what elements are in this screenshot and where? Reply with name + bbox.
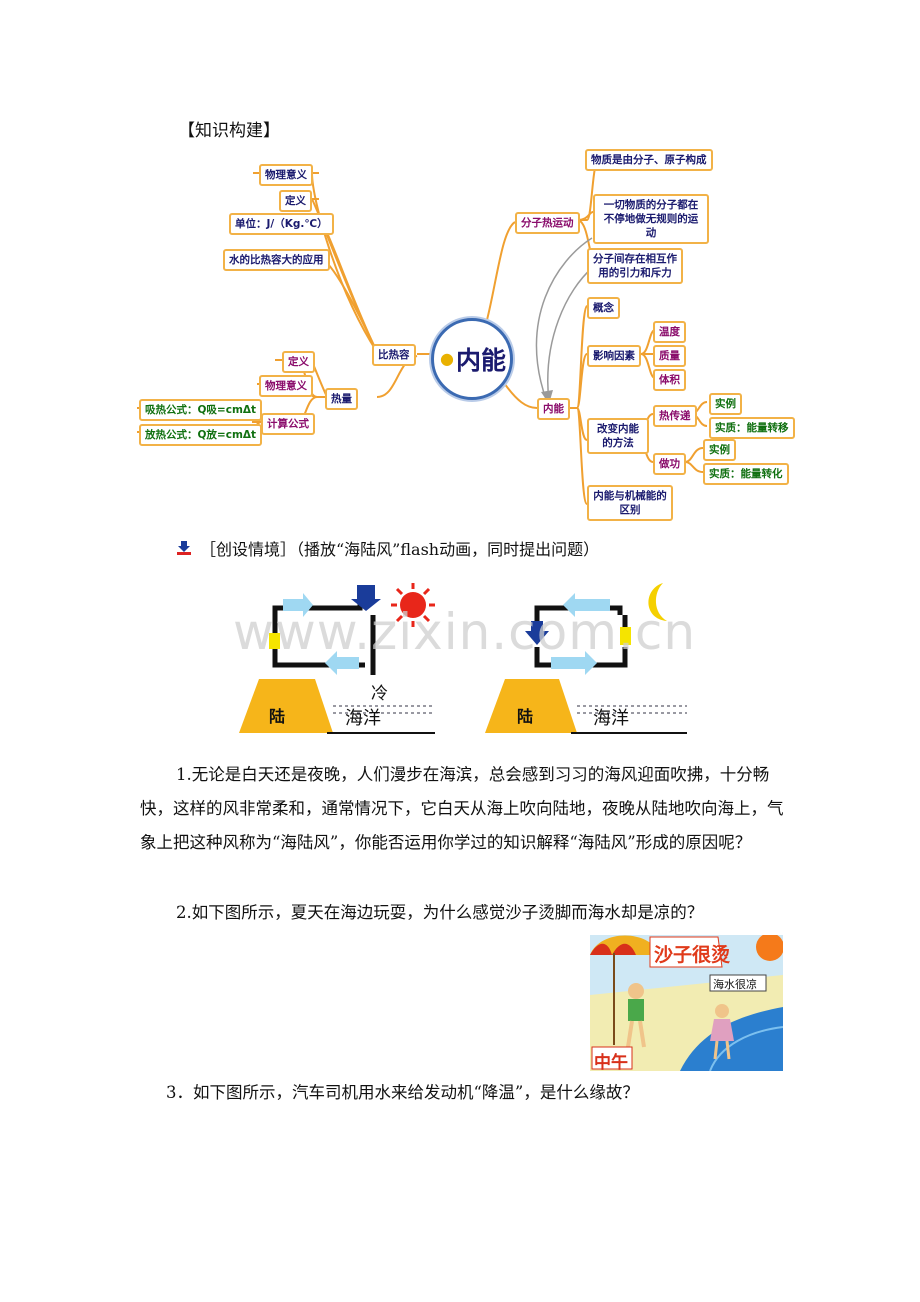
sea-label-day: 海洋 — [345, 708, 381, 729]
node-work-essence: 实质：能量转化 — [703, 463, 789, 485]
question-1: 1.无论是白天还是夜晚，人们漫步在海滨，总会感到习习的海风迎面吹拂，十分畅快，这… — [140, 765, 784, 852]
center-title: 内能 — [456, 346, 507, 375]
node-influence: 影响因素 — [587, 345, 641, 367]
node-random-motion: 一切物质的分子都在不停地做无规则的运动 — [593, 194, 709, 244]
water-cool-label: 海水很凉 — [713, 978, 757, 991]
download-arrow-icon — [177, 541, 191, 555]
land-label-night: 陆 — [517, 707, 534, 726]
node-water-application: 水的比热容大的应用 — [223, 249, 330, 271]
cold-label: 冷 — [371, 684, 388, 704]
node-heat: 热量 — [325, 388, 358, 410]
watermark: www.zixin.com.cn — [233, 603, 697, 661]
noon-label: 中午 — [594, 1053, 628, 1073]
node-concept: 概念 — [587, 297, 620, 319]
node-ht-essence: 实质：能量转移 — [709, 417, 795, 439]
node-mass: 质量 — [653, 345, 686, 367]
node-volume: 体积 — [653, 369, 686, 391]
section-heading: 【知识构建】 — [178, 121, 280, 141]
node-heat-definition: 定义 — [282, 351, 315, 373]
node-release-formula: 放热公式：Q放=cmΔt — [139, 424, 263, 446]
node-heat-transfer: 热传递 — [653, 405, 697, 427]
question-2: 2.如下图所示，夏天在海边玩耍，为什么感觉沙子烫脚而海水却是凉的？ — [176, 903, 704, 922]
node-physical-meaning: 物理意义 — [259, 164, 313, 186]
lightbulb-icon: ● — [440, 349, 454, 368]
node-molecular-motion: 分子热运动 — [515, 212, 580, 234]
node-specific-heat: 比热容 — [372, 344, 416, 366]
sand-hot-label: 沙子很烫 — [654, 944, 731, 966]
center-node: ● 内能 — [431, 318, 513, 400]
node-temperature: 温度 — [653, 321, 686, 343]
node-change-method: 改变内能的方法 — [587, 418, 649, 454]
scenario-text: ［创设情境］（播放“海陆风”flash动画，同时提出问题） — [200, 540, 600, 559]
node-heat-meaning: 物理意义 — [259, 375, 313, 397]
node-work: 做功 — [653, 453, 686, 475]
node-absorb-formula: 吸热公式：Q吸=cmΔt — [139, 399, 263, 421]
node-matter-molecules: 物质是由分子、原子构成 — [585, 149, 713, 171]
node-formula: 计算公式 — [261, 413, 315, 435]
node-definition: 定义 — [279, 190, 312, 212]
question-3: 3．如下图所示，汽车司机用水来给发动机“降温”，是什么缘故？ — [166, 1083, 639, 1102]
scenario-line: ［创设情境］（播放“海陆风”flash动画，同时提出问题） — [176, 536, 599, 560]
node-internal-energy: 内能 — [537, 398, 570, 420]
node-ht-example: 实例 — [709, 393, 742, 415]
node-intermolecular-force: 分子间存在相互作用的引力和斥力 — [587, 248, 683, 284]
moon-icon — [648, 583, 667, 621]
node-difference: 内能与机械能的区别 — [587, 485, 673, 521]
mind-map: 物理意义 定义 单位：J/（Kg.℃） 水的比热容大的应用 比热容 定义 物理意… — [137, 140, 797, 525]
sun-icon — [391, 583, 435, 627]
node-unit: 单位：J/（Kg.℃） — [229, 213, 334, 235]
land-label-day: 陆 — [269, 707, 286, 726]
night-diagram — [485, 583, 687, 734]
sea-label-night: 海洋 — [593, 708, 629, 729]
node-work-example: 实例 — [703, 439, 736, 461]
sea-land-breeze-illustration: 陆 冷 海洋 陆 海洋 www.zixin.com.cn — [225, 575, 700, 740]
day-diagram — [239, 583, 435, 734]
beach-cartoon: 沙子很烫 海水很凉 中午 — [590, 935, 783, 1073]
